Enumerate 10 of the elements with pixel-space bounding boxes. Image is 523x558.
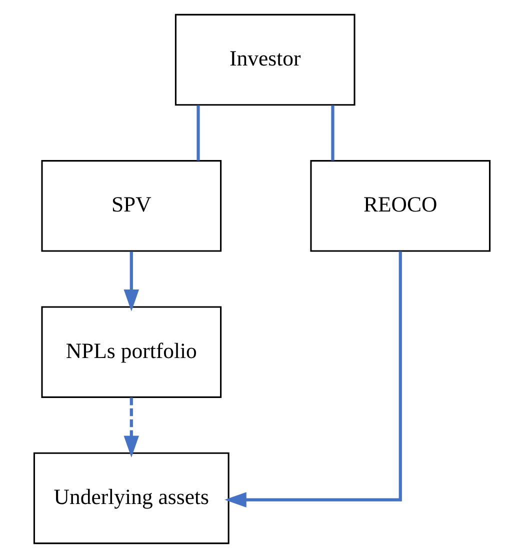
node-box: SPV: [40, 160, 222, 252]
node-box: Investor: [174, 14, 355, 106]
arrow: [123, 398, 139, 458]
node-box: NPLs portfolio: [40, 306, 222, 398]
arrow: [224, 251, 402, 508]
connector: [330, 105, 334, 160]
connector: [196, 105, 200, 160]
node-box: REOCO: [310, 160, 490, 252]
node-box: Underlying assets: [32, 452, 229, 544]
arrow: [123, 251, 139, 312]
